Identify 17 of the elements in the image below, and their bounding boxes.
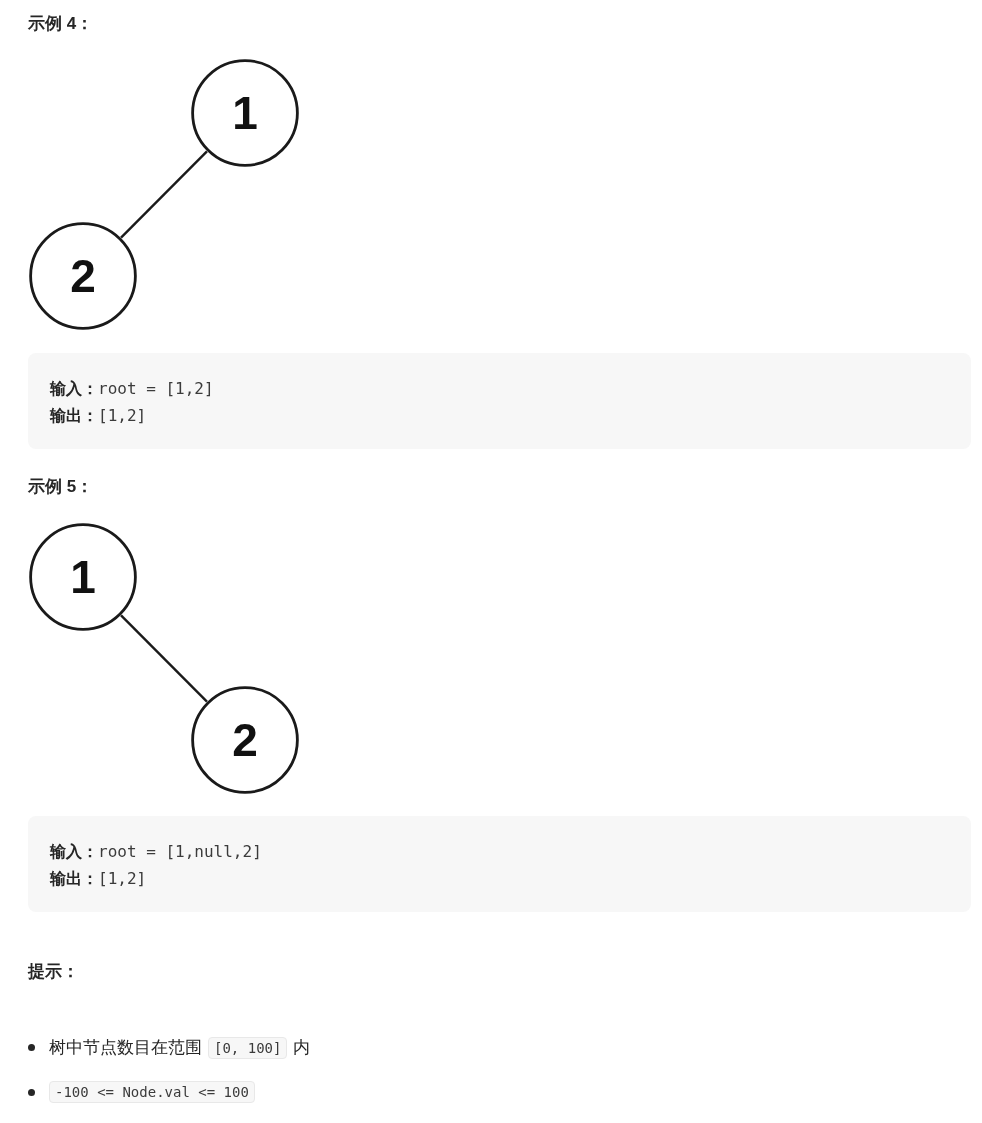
- tree-node-circle: 2: [191, 686, 299, 794]
- section-heading: 示例 4：: [28, 13, 94, 35]
- hint-text: 树中节点数目在范围: [49, 1037, 202, 1059]
- code-line: 输入：root = [1,2]: [50, 378, 214, 400]
- code-line: 输出：[1,2]: [50, 868, 147, 890]
- section-heading: 示例 5：: [28, 476, 94, 498]
- tree-node-circle: 1: [191, 59, 299, 167]
- tree-node-circle: 2: [29, 222, 137, 330]
- tree-node-circle: 1: [29, 523, 137, 631]
- code-line: 输出：[1,2]: [50, 405, 147, 427]
- tree-edge: [120, 150, 208, 239]
- section-heading: 提示：: [28, 961, 79, 983]
- code-line: 输入：root = [1,null,2]: [50, 841, 262, 863]
- hint-text: 内: [293, 1037, 311, 1059]
- tree-edge: [120, 614, 208, 703]
- inline-code: -100 <= Node.val <= 100: [49, 1081, 255, 1103]
- inline-code: [0, 100]: [208, 1036, 288, 1059]
